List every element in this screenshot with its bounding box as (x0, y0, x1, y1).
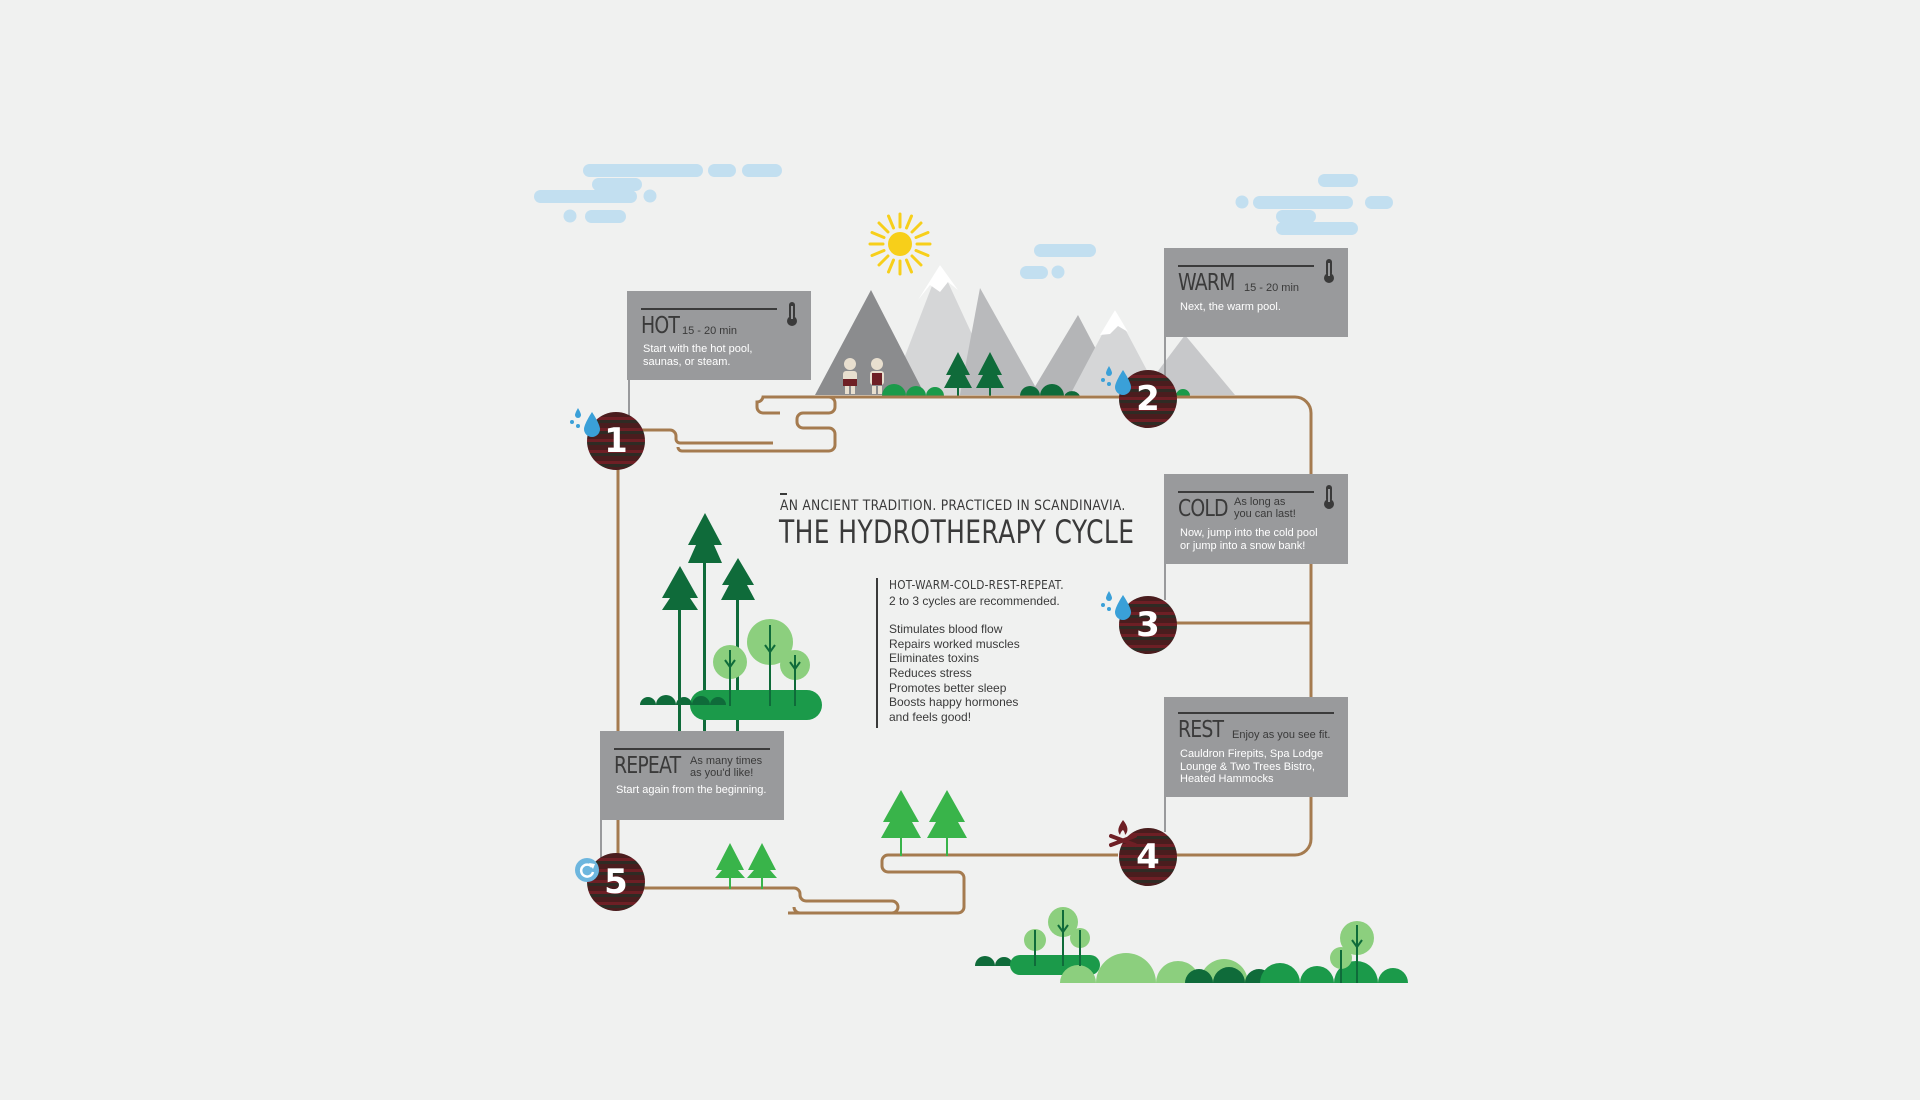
benefit-item: Promotes better sleep (889, 680, 1007, 695)
step-rest-box: REST Enjoy as you see fit. Cauldron Fire… (1164, 697, 1348, 797)
step-title: REST (1178, 717, 1224, 743)
cloud-icon (534, 164, 782, 223)
thermometer-icon (1324, 485, 1334, 509)
benefit-item: Eliminates toxins (889, 651, 980, 666)
tree-icon (715, 790, 967, 889)
water-drops-icon (570, 408, 600, 437)
step-title: REPEAT (614, 753, 681, 779)
page-subtitle: AN ANCIENT TRADITION. PRACTICED IN SCAND… (780, 498, 1126, 514)
page-title: THE HYDROTHERAPY CYCLE (779, 513, 1135, 551)
benefits-list: HOT-WARM-COLD-REST-REPEAT. 2 to 3 cycles… (889, 578, 1088, 724)
step-title: WARM (1178, 270, 1235, 296)
title-dash (780, 493, 787, 495)
step-hot-box: HOT 15 - 20 min Start with the hot pool,… (627, 291, 811, 380)
campfire-icon (1109, 820, 1137, 847)
cloud-icon (1235, 174, 1393, 235)
benefit-item: Repairs worked muscles (889, 636, 1020, 651)
tree-icon (640, 513, 822, 732)
tree-icon (975, 907, 1408, 983)
step-2-badge: 2 (1119, 370, 1177, 428)
step-duration: 15 - 20 min (1244, 282, 1300, 294)
step-warm-box: WARM 15 - 20 min Next, the warm pool. (1164, 248, 1348, 337)
thermometer-icon (1324, 259, 1334, 283)
person-icon (843, 358, 884, 394)
step-duration: 15 - 20 min (682, 325, 738, 337)
benefits-heading: HOT-WARM-COLD-REST-REPEAT. (889, 578, 1064, 592)
step-duration: Enjoy as you see fit. (1232, 729, 1331, 741)
step-title: COLD (1178, 496, 1229, 522)
mountain-icon (815, 265, 1235, 395)
benefit-item: and feels good! (889, 709, 972, 724)
thermometer-icon (787, 302, 797, 326)
step-description: Start again from the beginning. (616, 784, 767, 796)
benefits-note: 2 to 3 cycles are recommended. (889, 593, 1060, 608)
tree-icon (882, 352, 1190, 396)
sun-icon (868, 212, 932, 276)
cloud-icon (1020, 244, 1096, 279)
water-drops-icon (1101, 366, 1131, 395)
step-description: Start with the hot pool,saunas, or steam… (643, 343, 753, 368)
water-drops-icon (1101, 591, 1131, 620)
benefit-item: Reduces stress (889, 665, 972, 680)
step-5-badge: 5 (587, 853, 645, 911)
step-title: HOT (641, 313, 680, 339)
repeat-icon (575, 858, 599, 882)
benefit-item: Stimulates blood flow (889, 622, 1003, 637)
benefit-item: Boosts happy hormones (889, 695, 1019, 710)
step-description: Next, the warm pool. (1180, 301, 1281, 313)
benefits-divider (876, 578, 878, 728)
